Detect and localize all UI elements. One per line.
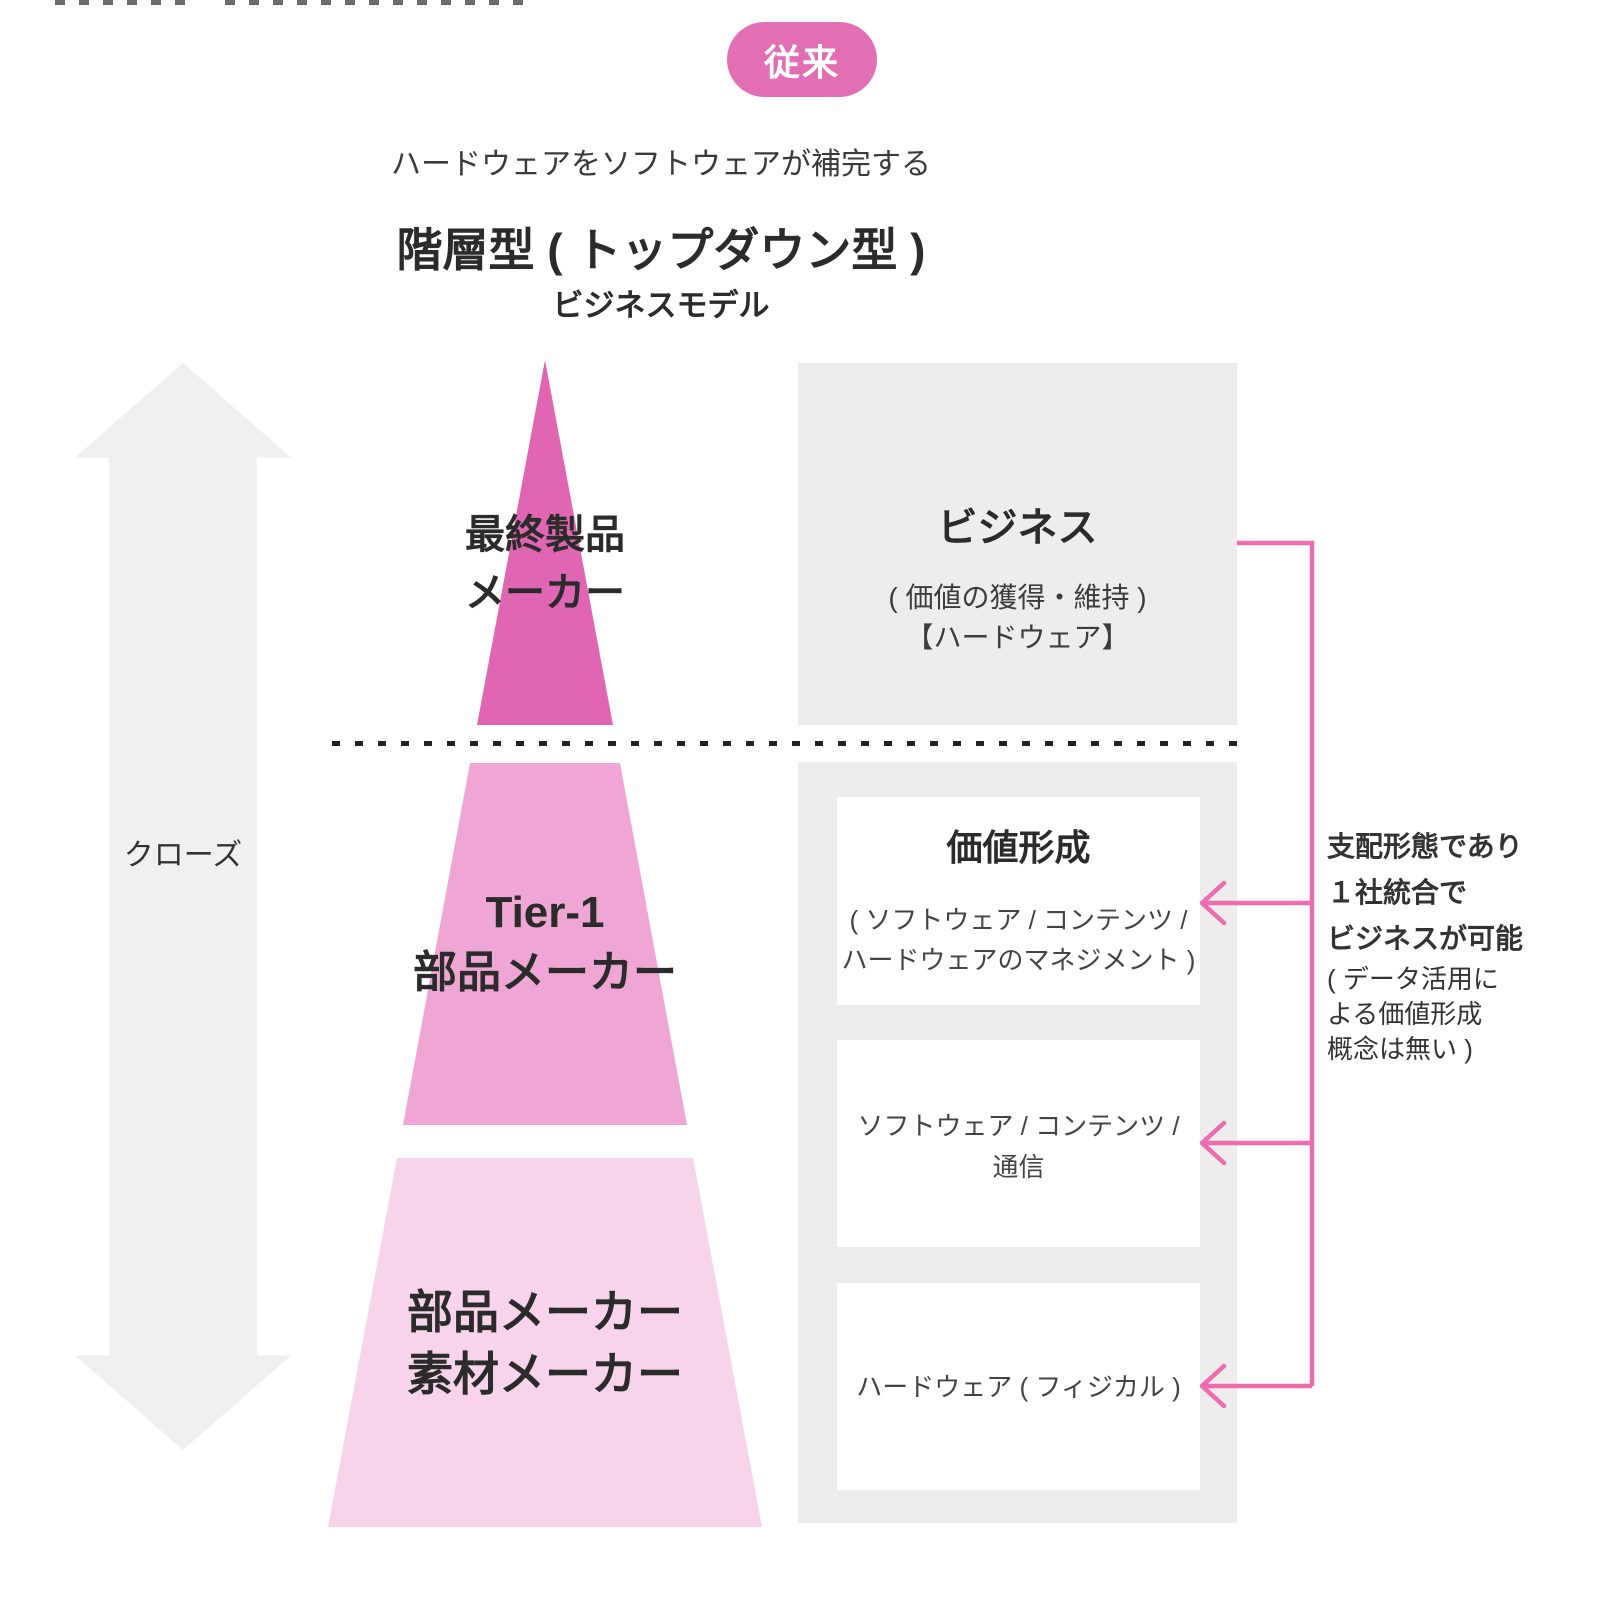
value-formation-box: 価値形成 ( ソフトウェア / コンテンツ / ハードウェアのマネジメント ): [837, 797, 1200, 1005]
tier-bottom-line1: 部品メーカー: [407, 1286, 683, 1338]
diagram-subtitle: ハードウェアをソフトウェアが補完する: [391, 148, 931, 181]
annotation-line: ( データ活用に: [1327, 964, 1499, 994]
annotation-line: １社統合で: [1327, 877, 1468, 908]
business-box: ビジネス ( 価値の獲得・維持 ) 【ハードウェア】: [798, 363, 1237, 725]
business-box-line2: 【ハードウェア】: [905, 622, 1130, 653]
pyramid-tier-bottom: [328, 1158, 762, 1527]
diagram-title: 階層型 ( トップダウン型 ): [396, 224, 926, 276]
software-content-line1: ソフトウェア / コンテンツ /: [857, 1111, 1180, 1141]
business-box-line1: ( 価値の獲得・維持 ): [888, 582, 1147, 613]
hardware-physical-line1: ハードウェア ( フィジカル ): [856, 1372, 1181, 1402]
arrow-left-icon: [1199, 1120, 1227, 1166]
tier-bottom-line2: 素材メーカー: [407, 1348, 683, 1400]
annotation-line: ビジネスが可能: [1327, 923, 1524, 954]
pyramid-tier-top-label: 最終製品 メーカー: [395, 506, 695, 622]
connector-lines: [1199, 540, 1315, 1409]
dashed-divider: [332, 741, 1238, 746]
annotation-note: 支配形態であり １社統合で ビジネスが可能 ( データ活用に よる価値形成 概念…: [1327, 824, 1597, 1067]
tier-top-line1: 最終製品: [465, 513, 625, 557]
value-formation-line2: ハードウェアのマネジメント ): [841, 945, 1196, 975]
pyramid-tier-middle-label: Tier-1 部品メーカー: [365, 883, 725, 1003]
legacy-badge: 従来: [727, 22, 877, 97]
annotation-line: 支配形態であり: [1327, 831, 1523, 862]
value-panel: 価値形成 ( ソフトウェア / コンテンツ / ハードウェアのマネジメント ) …: [798, 762, 1237, 1523]
arrow-left-icon: [1199, 1363, 1227, 1409]
annotation-line: よる価値形成: [1327, 999, 1483, 1029]
software-content-line2: 通信: [992, 1152, 1045, 1182]
cropped-text-fragment: [55, 0, 185, 5]
legacy-badge-label: 従来: [763, 41, 840, 83]
updown-arrow-icon: [75, 363, 291, 1450]
value-formation-title: 価値形成: [946, 827, 1091, 868]
tier-top-line2: メーカー: [465, 571, 625, 615]
cropped-text-fragment: [225, 0, 530, 5]
closed-range-label: クローズ: [123, 839, 243, 872]
tier-middle-line2: 部品メーカー: [413, 948, 677, 997]
annotation-line: 概念は無い ): [1327, 1034, 1473, 1064]
tier-middle-line1: Tier-1: [485, 888, 605, 937]
hardware-physical-box: ハードウェア ( フィジカル ): [837, 1283, 1200, 1490]
value-formation-line1: ( ソフトウェア / コンテンツ /: [849, 905, 1188, 935]
arrow-left-icon: [1199, 880, 1227, 926]
diagram-subtitle-2: ビジネスモデル: [552, 288, 770, 323]
pyramid-tier-bottom-label: 部品メーカー 素材メーカー: [345, 1281, 745, 1405]
software-content-box: ソフトウェア / コンテンツ / 通信: [837, 1040, 1200, 1247]
business-box-title: ビジネス: [937, 506, 1098, 550]
connector-bracket: [1237, 540, 1315, 1386]
